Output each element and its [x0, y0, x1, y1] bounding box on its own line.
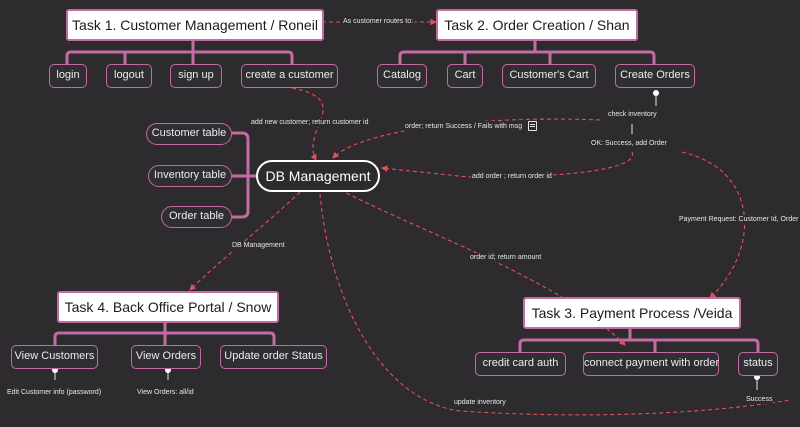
cart-node[interactable]: Cart — [447, 64, 483, 88]
note-icon — [528, 121, 538, 131]
task2-box[interactable]: Task 2. Order Creation / Shan — [436, 9, 638, 41]
create-orders-node[interactable]: Create Orders — [615, 64, 695, 88]
label-add-new-customer: add new customer; return customer id — [250, 118, 370, 127]
order-table-node[interactable]: Order table — [161, 206, 232, 228]
inventory-table-node[interactable]: Inventory table — [148, 165, 232, 187]
label-add-order: add order ; return order id — [471, 172, 553, 181]
credit-card-auth-node[interactable]: credit card auth — [475, 352, 566, 376]
label-payment-request: Payment Request: Customer Id, Order Id — [678, 215, 800, 224]
login-node[interactable]: login — [49, 64, 87, 88]
label-update-inventory: update inventory — [453, 398, 507, 407]
label-check-inventory: check inventory — [607, 110, 658, 119]
label-view-orders-all: View Orders: all/id — [136, 388, 195, 397]
customer-table-node[interactable]: Customer table — [146, 123, 232, 145]
customers-cart-node[interactable]: Customer's Cart — [502, 64, 596, 88]
label-order-id-amount: order id; return amount — [469, 253, 543, 262]
label-success: Success — [745, 395, 774, 404]
task1-box[interactable]: Task 1. Customer Management / Roneil — [66, 9, 324, 41]
catalog-node[interactable]: Catalog — [377, 64, 427, 88]
status-node[interactable]: status — [738, 352, 778, 376]
update-order-status-node[interactable]: Update order Status — [220, 345, 327, 369]
create-customer-node[interactable]: create a customer — [241, 64, 338, 88]
view-orders-node[interactable]: View Orders — [131, 345, 201, 369]
task2-branches — [398, 40, 656, 66]
label-db-management: DB Management — [231, 241, 286, 250]
task3-branches — [518, 327, 760, 352]
sign-up-node[interactable]: sign up — [170, 64, 222, 88]
logout-node[interactable]: logout — [106, 64, 152, 88]
label-routes: As customer routes to: — [342, 17, 415, 26]
task4-box[interactable]: Task 4. Back Office Portal / Snow — [57, 291, 279, 323]
db-management-node[interactable]: DB Management — [256, 160, 380, 192]
task4-branches — [53, 321, 276, 346]
task3-box[interactable]: Task 3. Payment Process /Veida — [523, 297, 741, 329]
label-order-return-text: order; return Success / Fails with msg — [405, 122, 523, 130]
label-order-return: order; return Success / Fails with msg — [404, 121, 539, 131]
task1-branches — [65, 40, 294, 66]
label-edit-customer: Edit Customer info (password) — [6, 388, 103, 397]
connect-payment-node[interactable]: connect payment with order — [583, 352, 719, 376]
label-ok-success: OK: Success, add Order — [590, 139, 668, 148]
view-customers-node[interactable]: View Customers — [11, 345, 98, 369]
tables-bracket — [232, 131, 256, 219]
